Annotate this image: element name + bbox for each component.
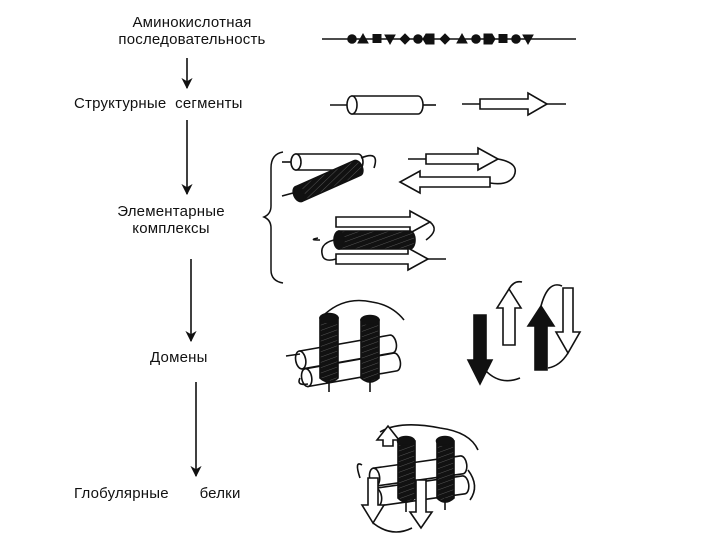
label-elementary-complexes: Элементарные комплексы — [86, 203, 256, 237]
label-complexes-line2: комплексы — [132, 220, 210, 237]
label-globular-word2: белки — [199, 485, 241, 502]
label-complexes-line1: Элементарные — [117, 203, 225, 220]
segment-helix-cylinder — [330, 95, 436, 115]
label-amino-line1: Аминокислотная — [132, 14, 252, 31]
label-amino-line2: последовательность — [118, 31, 266, 48]
complex-beta-hairpin — [398, 146, 517, 195]
domain-beta-sheet — [466, 280, 582, 386]
label-globular-proteins: Глобулярные белки — [74, 485, 314, 502]
complexes-bracket — [262, 151, 284, 284]
label-amino-acid-sequence: Аминокислотная последовательность — [92, 14, 292, 48]
flow-arrows — [181, 58, 202, 478]
complex-helix-hairpin — [281, 153, 377, 203]
domain-helix-bundle — [285, 299, 405, 392]
label-globular-word1: Глобулярные — [74, 485, 169, 502]
label-structural-segments: Структурные сегменты — [74, 95, 243, 112]
label-domains: Домены — [150, 349, 208, 366]
segment-beta-strand-arrow — [462, 91, 566, 117]
complex-beta-alpha-beta — [312, 209, 446, 272]
amino-acid-chain — [322, 32, 576, 46]
globular-protein — [356, 424, 479, 533]
